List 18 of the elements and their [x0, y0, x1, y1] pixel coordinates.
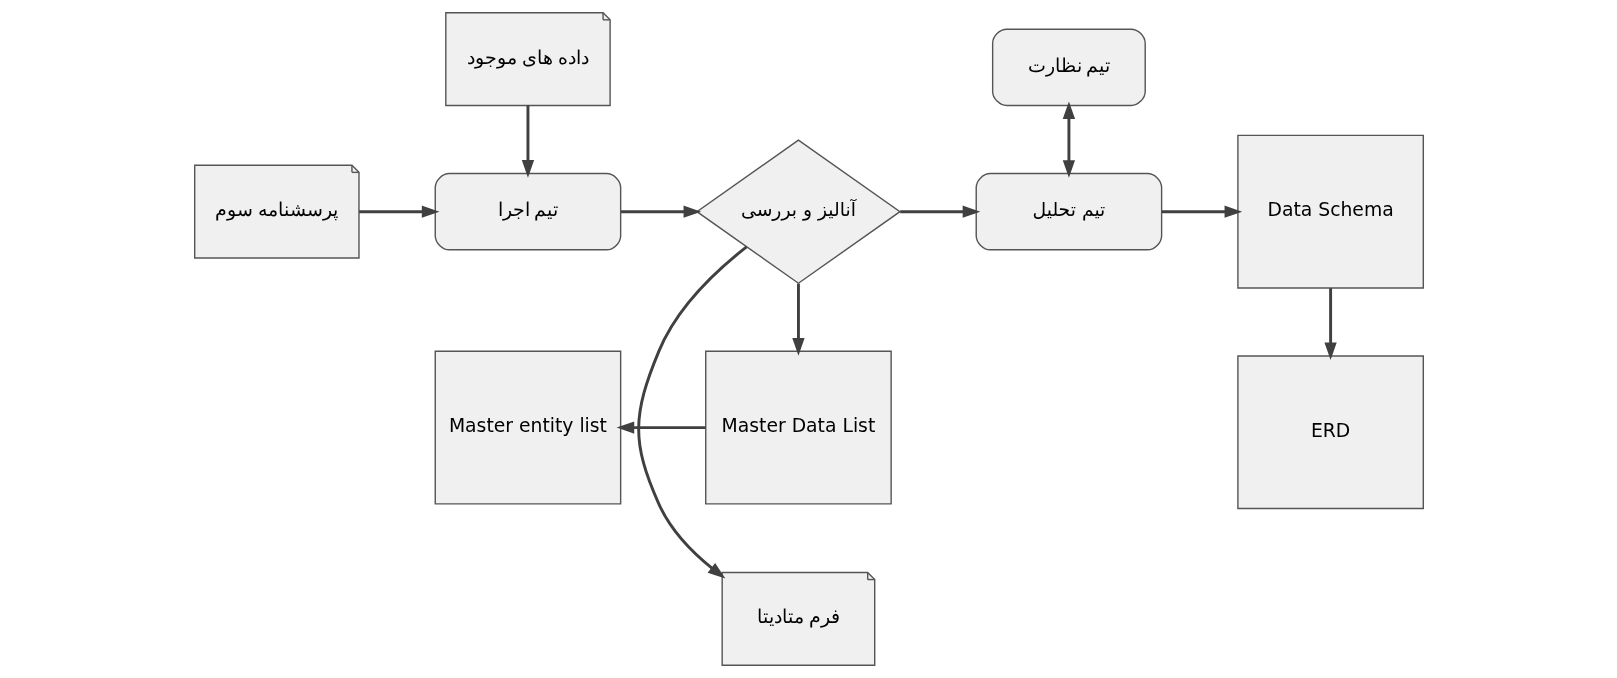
node-box: ERD: [1236, 355, 1424, 510]
node-box: Data Schema: [1236, 134, 1424, 289]
arrow: [620, 205, 701, 218]
arrow: [1062, 101, 1075, 178]
arrow: [791, 283, 805, 356]
node-box: تیم تحلیل: [975, 172, 1162, 251]
node-box: تیم نظارت: [991, 28, 1146, 107]
arrow: [1323, 288, 1337, 361]
node-box: Master Data List: [704, 350, 892, 505]
arrow: [521, 105, 534, 178]
arrow: [899, 205, 980, 218]
arrow: [358, 205, 439, 218]
arrow: [636, 245, 747, 579]
node-box: تیم اجرا: [434, 172, 621, 251]
node-diamond: آنالیز و بررسی: [695, 139, 901, 285]
arrow: [616, 421, 705, 434]
arrow: [1161, 205, 1242, 218]
node-box: Master entity list: [434, 350, 621, 505]
